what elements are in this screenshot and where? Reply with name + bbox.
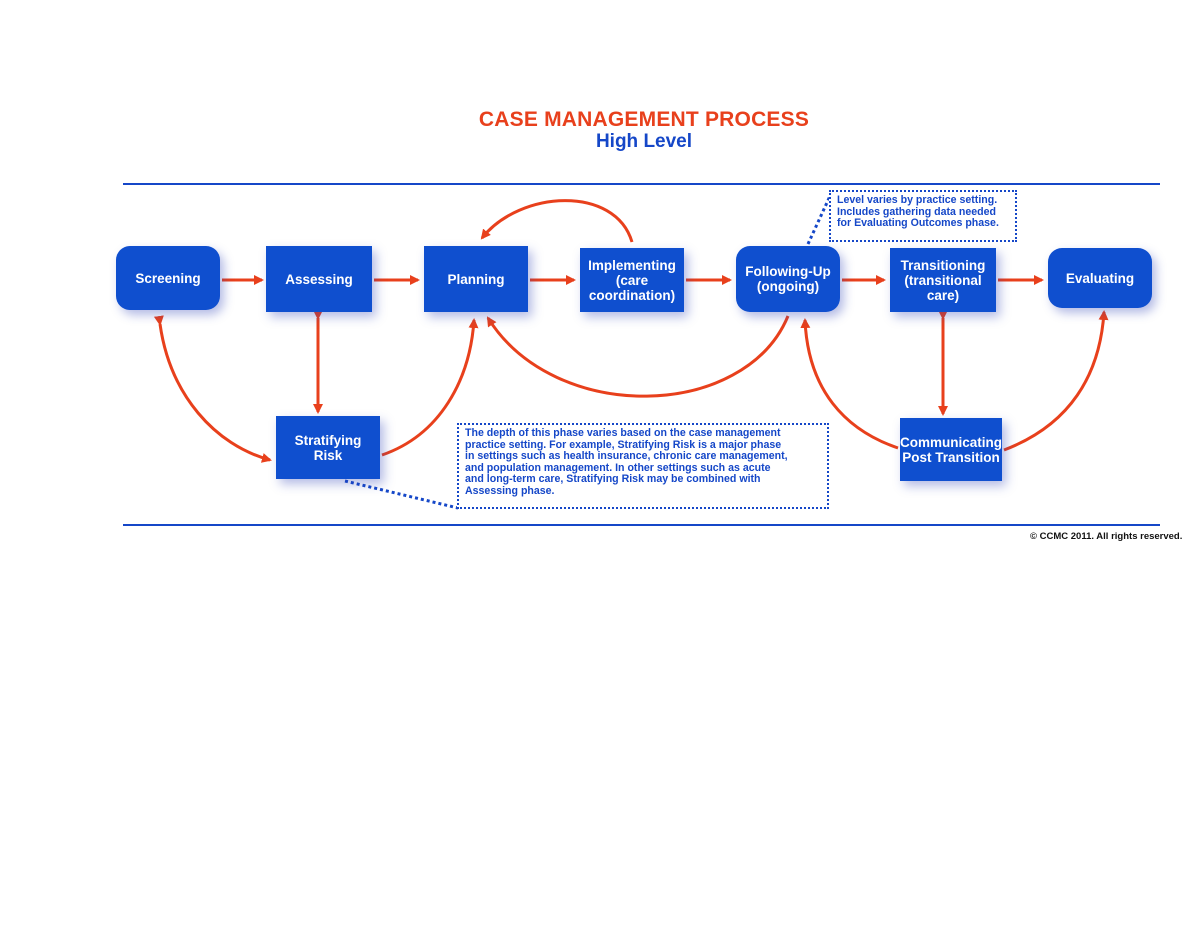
node-communicating-post-transition: Communicating Post Transition bbox=[900, 418, 1002, 481]
node-implementing: Implementing (care coordination) bbox=[580, 248, 684, 312]
arrow-stratifying-planning bbox=[381, 318, 479, 457]
node-stratifying-risk-label: Stratifying Risk bbox=[294, 432, 362, 463]
arrow-screening-stratifying bbox=[153, 315, 272, 463]
node-planning: Planning bbox=[424, 246, 528, 312]
node-screening: Screening bbox=[116, 246, 220, 310]
note-following-up: Level varies by practice setting. Includ… bbox=[829, 190, 1017, 242]
node-screening-label: Screening bbox=[135, 270, 201, 286]
copyright-notice: © CCMC 2011. All rights reserved. bbox=[1030, 531, 1183, 542]
node-transitioning-label: Transitioning (transitional care) bbox=[900, 257, 986, 303]
bottom-rule bbox=[123, 524, 1160, 526]
callout-line-followingup bbox=[806, 195, 832, 245]
diagram-title: CASE MANAGEMENT PROCESS bbox=[478, 108, 810, 131]
diagram-subtitle: High Level bbox=[595, 131, 693, 152]
callout-line-stratifying bbox=[344, 479, 459, 510]
node-transitioning: Transitioning (transitional care) bbox=[890, 248, 996, 312]
arrow-communicating-followingup bbox=[800, 318, 899, 450]
note-stratifying-risk: The depth of this phase varies based on … bbox=[457, 423, 829, 509]
node-assessing-label: Assessing bbox=[285, 271, 353, 287]
arrow-followingup-planning bbox=[486, 315, 790, 398]
top-rule bbox=[123, 183, 1160, 185]
node-assessing: Assessing bbox=[266, 246, 372, 312]
node-evaluating-label: Evaluating bbox=[1065, 270, 1135, 286]
node-communicating-label: Communicating Post Transition bbox=[900, 434, 1003, 465]
node-implementing-label: Implementing (care coordination) bbox=[588, 257, 676, 303]
connector-arrows bbox=[153, 195, 1109, 510]
arrow-implementing-planning-loop bbox=[480, 199, 634, 243]
node-planning-label: Planning bbox=[447, 271, 505, 287]
node-evaluating: Evaluating bbox=[1048, 248, 1152, 308]
node-stratifying-risk: Stratifying Risk bbox=[276, 416, 380, 479]
node-following-up-label: Following-Up (ongoing) bbox=[745, 264, 831, 294]
node-following-up: Following-Up (ongoing) bbox=[736, 246, 840, 312]
arrow-communicating-evaluating bbox=[1003, 310, 1109, 452]
